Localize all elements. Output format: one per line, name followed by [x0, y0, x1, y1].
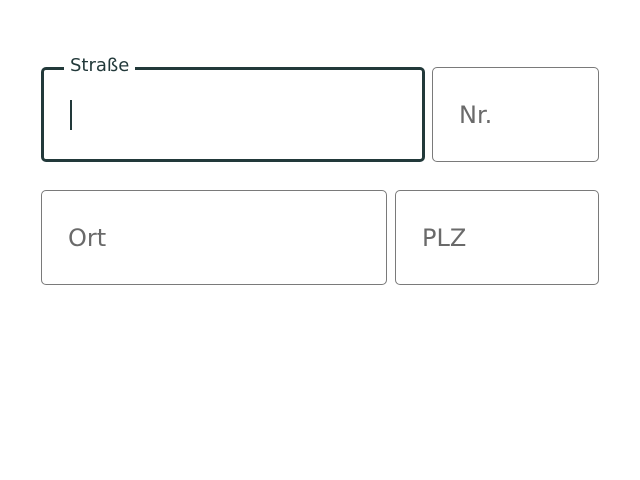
city-field[interactable] [41, 190, 387, 285]
city-input[interactable] [42, 191, 386, 284]
street-field[interactable]: Straße [41, 55, 425, 162]
text-caret [70, 100, 72, 130]
zip-input[interactable] [396, 191, 598, 284]
street-label: Straße [64, 55, 136, 76]
zip-field[interactable] [395, 190, 599, 285]
street-input[interactable] [44, 70, 422, 159]
house-number-input[interactable] [433, 68, 598, 161]
house-number-field[interactable] [432, 67, 599, 162]
